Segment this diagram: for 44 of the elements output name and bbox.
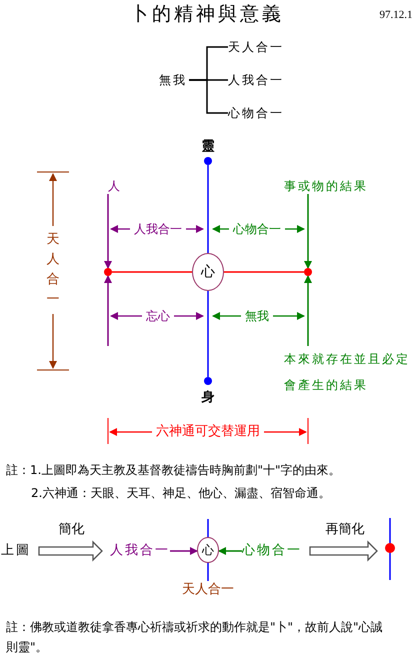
arrow bbox=[104, 194, 112, 269]
dimension-label: 無我 bbox=[241, 309, 273, 323]
arrow bbox=[170, 547, 198, 555]
note-text: 註：1.上圖即為天主教及基督教徒禱告時胸前劃"十"字的由來。 bbox=[6, 463, 340, 477]
node-caption: 靈 bbox=[202, 140, 214, 154]
connector-line bbox=[189, 79, 228, 114]
arrow bbox=[218, 547, 242, 555]
date-label: 97.12.1 bbox=[380, 8, 412, 22]
circle-node: 心 bbox=[197, 537, 219, 563]
dimension-label: 人我合一 bbox=[130, 222, 186, 236]
axis-label: 天人合一 bbox=[182, 583, 234, 597]
dot bbox=[104, 268, 112, 276]
node-text: 上圖 bbox=[1, 543, 31, 559]
node-text: 心物合一 bbox=[242, 543, 302, 559]
arrow bbox=[304, 194, 312, 269]
dimension-label: 忘心 bbox=[142, 309, 174, 323]
connector-line bbox=[207, 165, 209, 253]
arrow bbox=[304, 275, 312, 346]
arrow bbox=[104, 275, 112, 346]
connector-line bbox=[224, 271, 304, 273]
node-text: 人我合一 bbox=[228, 72, 284, 88]
title: 卜的精神與意義 bbox=[130, 3, 284, 25]
dot bbox=[204, 377, 212, 385]
edge-label: 再簡化 bbox=[326, 523, 364, 537]
dot bbox=[204, 157, 212, 165]
node-text: 人我合一 bbox=[110, 543, 170, 559]
node-text: 天人合一 bbox=[228, 39, 284, 55]
node-text: 人 bbox=[108, 178, 122, 194]
block-arrow bbox=[38, 540, 103, 562]
block-arrow bbox=[309, 540, 378, 562]
dot bbox=[304, 268, 312, 276]
note-text: 2.六神通：天眼、天耳、神足、他心、漏盡、宿智命通。 bbox=[31, 486, 330, 500]
node-text: 無我 bbox=[159, 72, 187, 88]
node-text: 心物合一 bbox=[228, 105, 284, 121]
edge-label: 簡化 bbox=[58, 523, 84, 537]
note-text: 註：佛教或道教徒拿香專心祈禱或祈求的動作就是"卜"，故前人說"心誠則靈"。 bbox=[6, 619, 384, 654]
connector-line bbox=[112, 271, 192, 273]
dimension-label: 六神通可交替運用 bbox=[152, 425, 264, 439]
dimension-label: 心物合一 bbox=[229, 222, 285, 236]
dot bbox=[385, 543, 395, 553]
connector-line bbox=[207, 291, 209, 377]
node-caption: 身 bbox=[202, 391, 214, 405]
node-text: 事或物的結果 bbox=[284, 178, 368, 194]
circle-node: 心 bbox=[192, 253, 224, 291]
